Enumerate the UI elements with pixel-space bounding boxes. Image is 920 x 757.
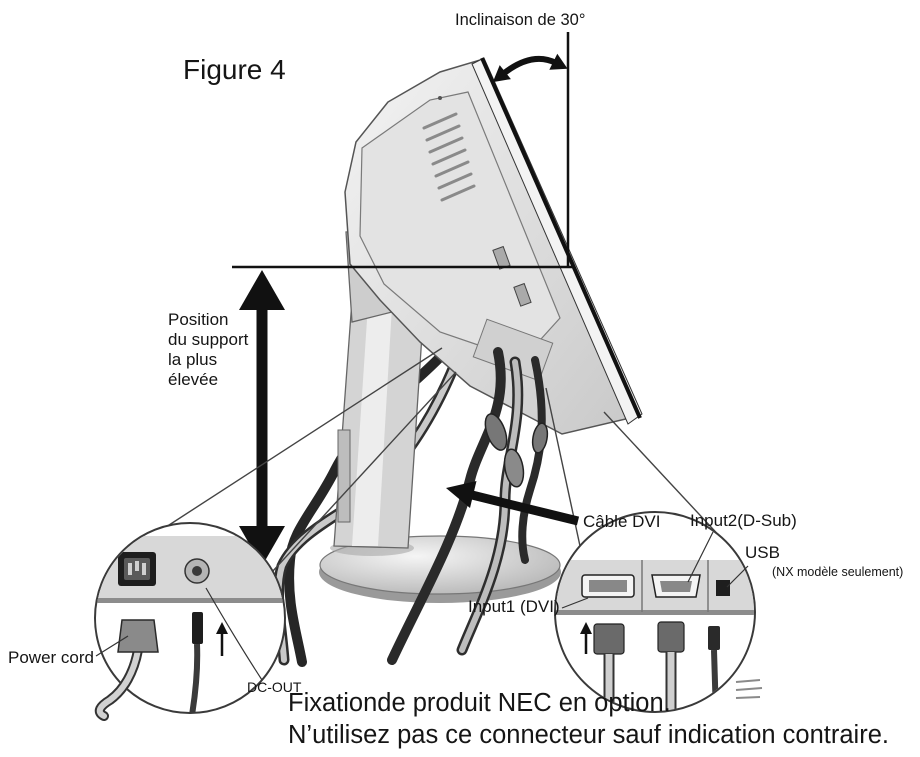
usb-note-label: (NX modèle seulement) bbox=[772, 565, 904, 579]
power-cord-plug bbox=[117, 619, 159, 653]
dvi-port-pins bbox=[589, 580, 627, 592]
left-magnifier-line-top bbox=[165, 347, 443, 528]
exit-cable-lines bbox=[735, 679, 763, 699]
input2-label: Input2(D-Sub) bbox=[690, 511, 797, 530]
dvi-plug bbox=[593, 623, 625, 655]
ferrite-core-dvi bbox=[484, 413, 508, 451]
dc-out-label: DC-OUT bbox=[247, 679, 302, 695]
neck-highlight bbox=[352, 305, 392, 546]
dc-out-leader bbox=[205, 587, 263, 681]
power-led bbox=[438, 96, 442, 100]
screen-bezel bbox=[471, 57, 643, 425]
ferrite-core-dsub bbox=[503, 448, 525, 488]
video-connector-inset bbox=[554, 511, 763, 713]
screen-front-edge bbox=[480, 57, 642, 419]
dvi-cable-arrow bbox=[446, 481, 580, 526]
usb-port bbox=[716, 580, 730, 596]
dc-plug bbox=[192, 612, 203, 644]
height-label-line-2: du support bbox=[168, 330, 249, 349]
tilt-arrowhead-right bbox=[549, 53, 568, 70]
note-line-2: N’utilisez pas ce connecteur sauf indica… bbox=[288, 721, 889, 749]
height-arrowhead-down bbox=[239, 526, 285, 566]
insert-arrow-icon-left bbox=[216, 622, 228, 634]
dvi-cable-arrow-shaft bbox=[470, 490, 580, 526]
leader-lines bbox=[95, 531, 749, 681]
usb-plug bbox=[708, 626, 720, 650]
vent-slots bbox=[422, 112, 476, 202]
height-label-line-3: la plus bbox=[168, 350, 218, 369]
dc-out-pin bbox=[192, 566, 202, 576]
usb-leader bbox=[726, 565, 749, 588]
power-pin-left bbox=[128, 563, 132, 575]
cable-clip bbox=[337, 429, 351, 523]
height-arrowhead-up bbox=[239, 270, 285, 310]
usb-plug-cable bbox=[711, 649, 719, 711]
note-line-1: Fixationde produit NEC en option. bbox=[288, 689, 671, 717]
monitor bbox=[344, 57, 643, 435]
power-connector-inset bbox=[94, 522, 286, 721]
right-inset-content bbox=[556, 560, 754, 711]
height-double-arrow bbox=[239, 270, 285, 566]
power-cord-wire bbox=[96, 647, 141, 719]
dc-cable bbox=[189, 643, 201, 712]
input1-leader bbox=[561, 597, 589, 609]
figure-title: Figure 4 bbox=[183, 54, 286, 85]
height-label-line-1: Position bbox=[168, 310, 229, 329]
tilt-indicator bbox=[232, 32, 572, 269]
height-label: Position du support la plus élevée bbox=[168, 310, 248, 390]
tilt-label: Inclinaison de 30° bbox=[455, 11, 586, 29]
input2-leader bbox=[687, 531, 714, 583]
ferrite-core-usb bbox=[531, 422, 549, 454]
dvi-cable-label: Câble DVI bbox=[583, 512, 661, 531]
dvi-cable-arrowhead bbox=[446, 481, 477, 508]
dsub-plug bbox=[657, 621, 685, 653]
height-arrow-shaft bbox=[256, 304, 268, 532]
left-magnifier-line-bottom bbox=[271, 371, 457, 573]
dsub-port-pins bbox=[660, 581, 692, 592]
input1-label: Input1 (DVI) bbox=[468, 597, 560, 616]
usb-label: USB bbox=[745, 543, 780, 562]
side-usb-port-lower bbox=[513, 282, 532, 307]
connector-panel-edge bbox=[556, 610, 754, 615]
power-cord-label: Power cord bbox=[8, 648, 94, 667]
height-label-line-4: élevée bbox=[168, 370, 219, 389]
rear-panel-edge bbox=[96, 598, 284, 603]
power-pin-right bbox=[142, 563, 146, 575]
tilt-arc-arrow bbox=[501, 55, 558, 77]
power-cord-leader bbox=[95, 635, 129, 657]
power-pin-center bbox=[135, 561, 139, 571]
insert-arrow-icon-right bbox=[580, 622, 592, 634]
cable-usb bbox=[518, 356, 546, 564]
tilt-arrowhead-left bbox=[492, 65, 511, 83]
